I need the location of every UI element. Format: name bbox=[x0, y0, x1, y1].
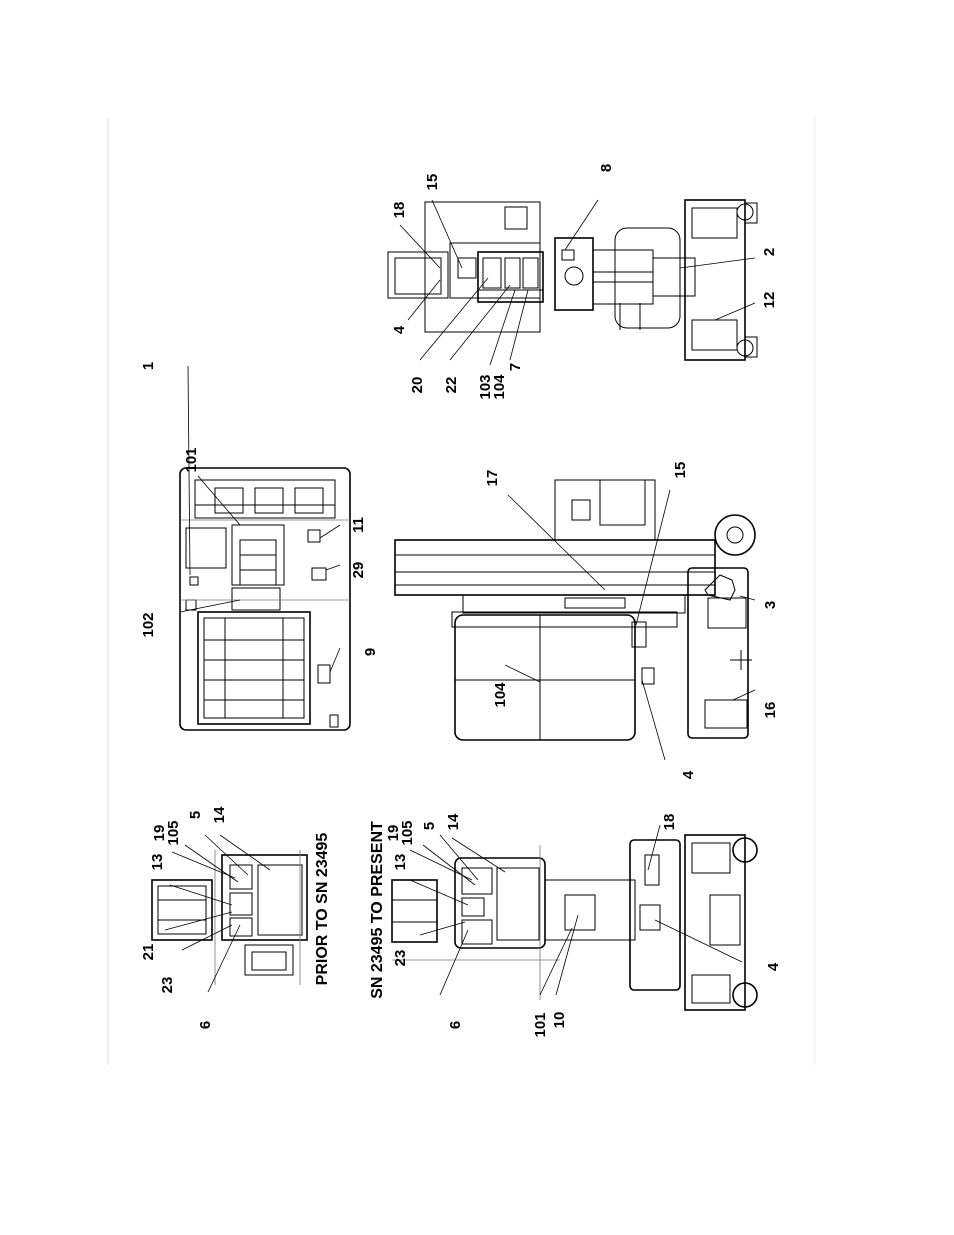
callout-102: 102 bbox=[140, 612, 157, 637]
callout-104: 104 bbox=[491, 374, 508, 400]
callout-5: 5 bbox=[187, 811, 204, 819]
callout-4: 4 bbox=[680, 770, 697, 779]
callout-104: 104 bbox=[492, 682, 509, 708]
callout-15: 15 bbox=[424, 174, 441, 191]
callout-15: 15 bbox=[672, 462, 689, 479]
callout-23: 23 bbox=[159, 977, 176, 994]
callout-17: 17 bbox=[484, 470, 501, 487]
callout-6: 6 bbox=[197, 1021, 214, 1029]
callout-22: 22 bbox=[443, 377, 460, 394]
callout-101: 101 bbox=[183, 447, 200, 472]
callout-5: 5 bbox=[421, 822, 438, 830]
callout-12: 12 bbox=[761, 292, 778, 309]
callout-21: 21 bbox=[140, 944, 157, 961]
callout-13: 13 bbox=[149, 854, 166, 871]
callout-23: 23 bbox=[392, 950, 409, 967]
leader-lines bbox=[165, 200, 755, 995]
callout-6: 6 bbox=[447, 1021, 464, 1029]
callout-101: 101 bbox=[532, 1012, 549, 1037]
callout-8: 8 bbox=[598, 164, 615, 172]
top-view bbox=[180, 468, 350, 730]
callout-10: 10 bbox=[551, 1012, 568, 1029]
callout-105: 105 bbox=[399, 820, 416, 845]
caption-present: SN 23495 TO PRESENT bbox=[369, 821, 386, 999]
callout-16: 16 bbox=[762, 702, 779, 719]
callout-105: 105 bbox=[165, 820, 182, 845]
caption-prior: PRIOR TO SN 23495 bbox=[314, 833, 331, 986]
callout-20: 20 bbox=[409, 377, 426, 394]
platform-view-present bbox=[392, 835, 757, 1010]
platform-view-prior bbox=[152, 850, 307, 985]
callout-1: 1 bbox=[140, 362, 157, 370]
callout-14: 14 bbox=[211, 806, 228, 823]
callout-2: 2 bbox=[761, 248, 778, 256]
callout-7: 7 bbox=[507, 363, 524, 371]
callout-13: 13 bbox=[392, 854, 409, 871]
callout-3: 3 bbox=[762, 601, 779, 609]
callout-11: 11 bbox=[350, 517, 367, 533]
side-view bbox=[395, 480, 755, 740]
callout-29: 29 bbox=[350, 562, 367, 579]
callout-18: 18 bbox=[661, 814, 678, 831]
callout-18: 18 bbox=[391, 202, 408, 219]
callout-4: 4 bbox=[765, 962, 782, 971]
callout-4: 4 bbox=[391, 325, 408, 334]
callout-9: 9 bbox=[362, 648, 379, 656]
callout-14: 14 bbox=[445, 813, 462, 830]
rear-view bbox=[388, 200, 757, 360]
